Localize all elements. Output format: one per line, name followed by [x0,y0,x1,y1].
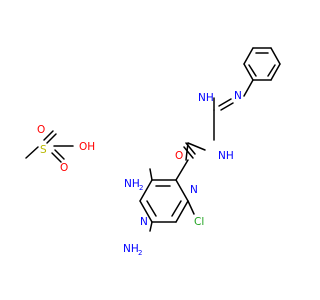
bond-s-o-top-b [46,133,57,144]
guanidine-amide-bonds [183,97,234,161]
nh2-lower-subscript-label: 2 [138,249,142,257]
nh2-lower-n-label: NH [123,243,139,255]
chemical-structure-canvas: O S O OH NH N O NH NH 2 N N Cl NH 2 [25,47,281,257]
bond-pz-inner-3 [171,200,182,217]
ring-n-bottom-label: N [140,216,148,228]
pyrazine-ring-bonds [139,159,195,232]
bond-pz-3 [139,179,153,202]
molecule-diagram: O S O OH NH N O NH NH 2 N N Cl NH 2 [25,47,281,257]
bond-c-o-a [183,146,194,159]
nh2-upper-subscript-label: 2 [139,184,143,192]
bond-s-o-bottom-b [54,149,65,160]
bond-ch3-s [25,146,39,159]
bond-ph-5 [270,47,281,65]
sulfur-label: S [40,144,47,156]
bond-pz-1 [175,159,189,181]
bond-pz-4 [139,200,153,223]
nh-imino-label: NH [198,92,214,104]
bond-ph-1 [243,47,254,65]
bond-ph-inner-3 [267,64,276,77]
phenyl-ring-bonds [243,47,281,97]
bond-ph-4 [270,63,281,81]
nh2-upper-n-label: NH [124,178,140,190]
methanesulfonic-acid-bonds [25,130,74,163]
bond-nh-carbonyl [187,142,206,151]
bond-n-imine-c-a [218,98,232,107]
bond-c-o-b [185,142,196,155]
n-imine-label: N [234,90,242,102]
ring-n-top-label: N [190,184,198,196]
bond-pz-inner-2 [146,200,157,217]
hydroxyl-label: OH [79,141,95,153]
bond-ph-2 [243,63,254,81]
bond-n-imine-c-b [220,102,234,111]
oxygen-bottom-label: O [60,162,68,174]
nh-amide-label: NH [218,150,234,162]
bond-cl [187,200,195,215]
oxygen-top-label: O [37,124,45,136]
bond-pz-6 [175,200,189,223]
carbonyl-oxygen-label: O [175,150,183,162]
bond-nh2-lower [149,221,153,232]
bond-nh2-upper [149,168,153,181]
bond-ph-inner-2 [248,64,257,77]
atom-labels: O S O OH NH N O NH NH 2 N N Cl NH 2 [37,90,242,257]
bond-s-o-bottom-a [51,152,62,163]
bond-ph-n [243,79,254,97]
bond-pz-7 [175,179,189,202]
bond-s-o-top-a [43,130,54,141]
chlorine-label: Cl [194,216,204,228]
